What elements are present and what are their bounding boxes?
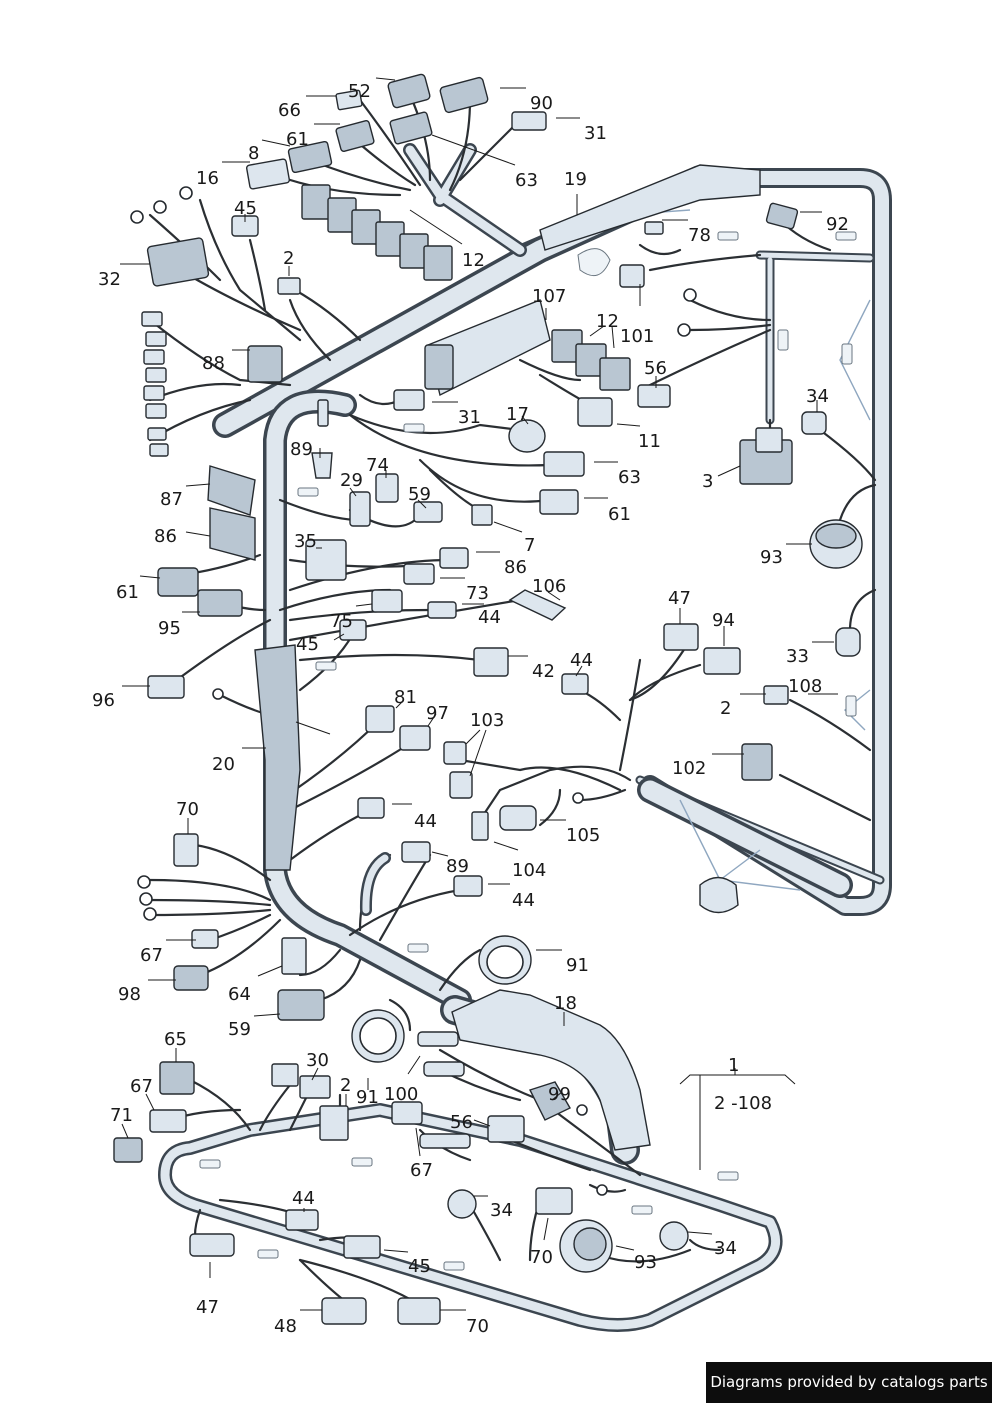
cable-clips <box>199 231 857 1271</box>
callout-35: 35 <box>294 531 317 552</box>
callout-44e: 44 <box>292 1188 315 1209</box>
callout-56: 56 <box>644 358 667 379</box>
callout-2-108: 2 -108 <box>714 1093 772 1114</box>
callout-11: 11 <box>638 431 661 452</box>
callout-67b: 67 <box>130 1076 153 1097</box>
callout-86b: 86 <box>504 557 527 578</box>
callout-75: 75 <box>330 611 353 632</box>
callout-12: 12 <box>462 250 485 271</box>
callout-3: 3 <box>702 471 713 492</box>
callout-20: 20 <box>212 754 235 775</box>
callout-64: 64 <box>228 984 251 1005</box>
callout-96: 96 <box>92 690 115 711</box>
callout-63: 63 <box>515 170 538 191</box>
relay-panel-12 <box>301 184 453 281</box>
callout-105: 105 <box>566 825 600 846</box>
callout-30: 30 <box>306 1050 329 1071</box>
callout-52: 52 <box>348 81 371 102</box>
callout-31: 31 <box>584 123 607 144</box>
callout-97: 97 <box>426 703 449 724</box>
callout-102: 102 <box>672 758 706 779</box>
callout-91: 91 <box>566 955 589 976</box>
callout-95: 95 <box>158 618 181 639</box>
callout-99: 99 <box>548 1084 571 1105</box>
callout-1: 1 <box>728 1055 739 1076</box>
callout-104: 104 <box>512 860 546 881</box>
callout-86: 86 <box>154 526 177 547</box>
callout-44d: 44 <box>512 890 535 911</box>
callout-88: 88 <box>202 353 225 374</box>
callout-2c: 2 <box>340 1075 351 1096</box>
callout-34b: 34 <box>490 1200 513 1221</box>
callout-108: 108 <box>788 676 822 697</box>
callout-73: 73 <box>466 583 489 604</box>
callout-93: 93 <box>760 547 783 568</box>
callout-67: 67 <box>140 945 163 966</box>
callout-101: 101 <box>620 326 654 347</box>
callout-42: 42 <box>532 661 555 682</box>
callout-2: 2 <box>283 248 294 269</box>
callout-19: 19 <box>564 169 587 190</box>
parts <box>113 73 863 1325</box>
callout-45c: 45 <box>408 1256 431 1277</box>
callout-103: 103 <box>470 710 504 731</box>
callout-70c: 70 <box>466 1316 489 1337</box>
callout-107: 107 <box>532 286 566 307</box>
callout-29: 29 <box>340 470 363 491</box>
callout-44c: 44 <box>414 811 437 832</box>
callout-74: 74 <box>366 455 389 476</box>
callout-56b: 56 <box>450 1112 473 1133</box>
callout-66: 66 <box>278 100 301 121</box>
callout-89: 89 <box>290 439 313 460</box>
callout-12b: 12 <box>596 311 619 332</box>
callout-61c: 61 <box>116 582 139 603</box>
leader-lines <box>120 77 838 1311</box>
callout-106: 106 <box>532 576 566 597</box>
callout-92: 92 <box>826 214 849 235</box>
callout-47: 47 <box>668 588 691 609</box>
callout-90: 90 <box>530 93 553 114</box>
callout-70b: 70 <box>530 1247 553 1268</box>
callout-100: 100 <box>384 1084 418 1105</box>
callout-32: 32 <box>98 269 121 290</box>
callout-59b: 59 <box>228 1019 251 1040</box>
callout-45: 45 <box>234 198 257 219</box>
callout-78: 78 <box>688 225 711 246</box>
callout-70: 70 <box>176 799 199 820</box>
callout-98: 98 <box>118 984 141 1005</box>
callout-16: 16 <box>196 168 219 189</box>
connector-stack-88 <box>141 311 169 457</box>
callout-17: 17 <box>506 404 529 425</box>
callout-labels: 52 66 90 31 61 8 63 16 19 45 78 92 2 1 2 … <box>92 81 849 1337</box>
callout-59: 59 <box>408 484 431 505</box>
callout-45b: 45 <box>296 634 319 655</box>
callout-44b: 44 <box>570 650 593 671</box>
ring-terminals-16 <box>130 186 193 224</box>
callout-61: 61 <box>286 129 309 150</box>
callout-93b: 93 <box>634 1252 657 1273</box>
callout-44: 44 <box>478 607 501 628</box>
callout-94: 94 <box>712 610 735 631</box>
watermark-banner: Diagrams provided by catalogs parts <box>706 1362 992 1403</box>
callout-61b: 61 <box>608 504 631 525</box>
callout-34c: 34 <box>714 1238 737 1259</box>
callout-65: 65 <box>164 1029 187 1050</box>
callout-8: 8 <box>248 143 259 164</box>
callout-18: 18 <box>554 993 577 1014</box>
callout-34: 34 <box>806 386 829 407</box>
callout-47b: 47 <box>196 1297 219 1318</box>
callout-91b: 91 <box>356 1087 379 1108</box>
callout-71: 71 <box>110 1105 133 1126</box>
callout-81: 81 <box>394 687 417 708</box>
callout-67c: 67 <box>410 1160 433 1181</box>
callout-7: 7 <box>524 535 535 556</box>
callout-33: 33 <box>786 646 809 667</box>
callout-2b: 2 <box>720 698 731 719</box>
callout-48: 48 <box>274 1316 297 1337</box>
callout-31b: 31 <box>458 407 481 428</box>
callout-87: 87 <box>160 489 183 510</box>
callout-89b: 89 <box>446 856 469 877</box>
callout-63b: 63 <box>618 467 641 488</box>
